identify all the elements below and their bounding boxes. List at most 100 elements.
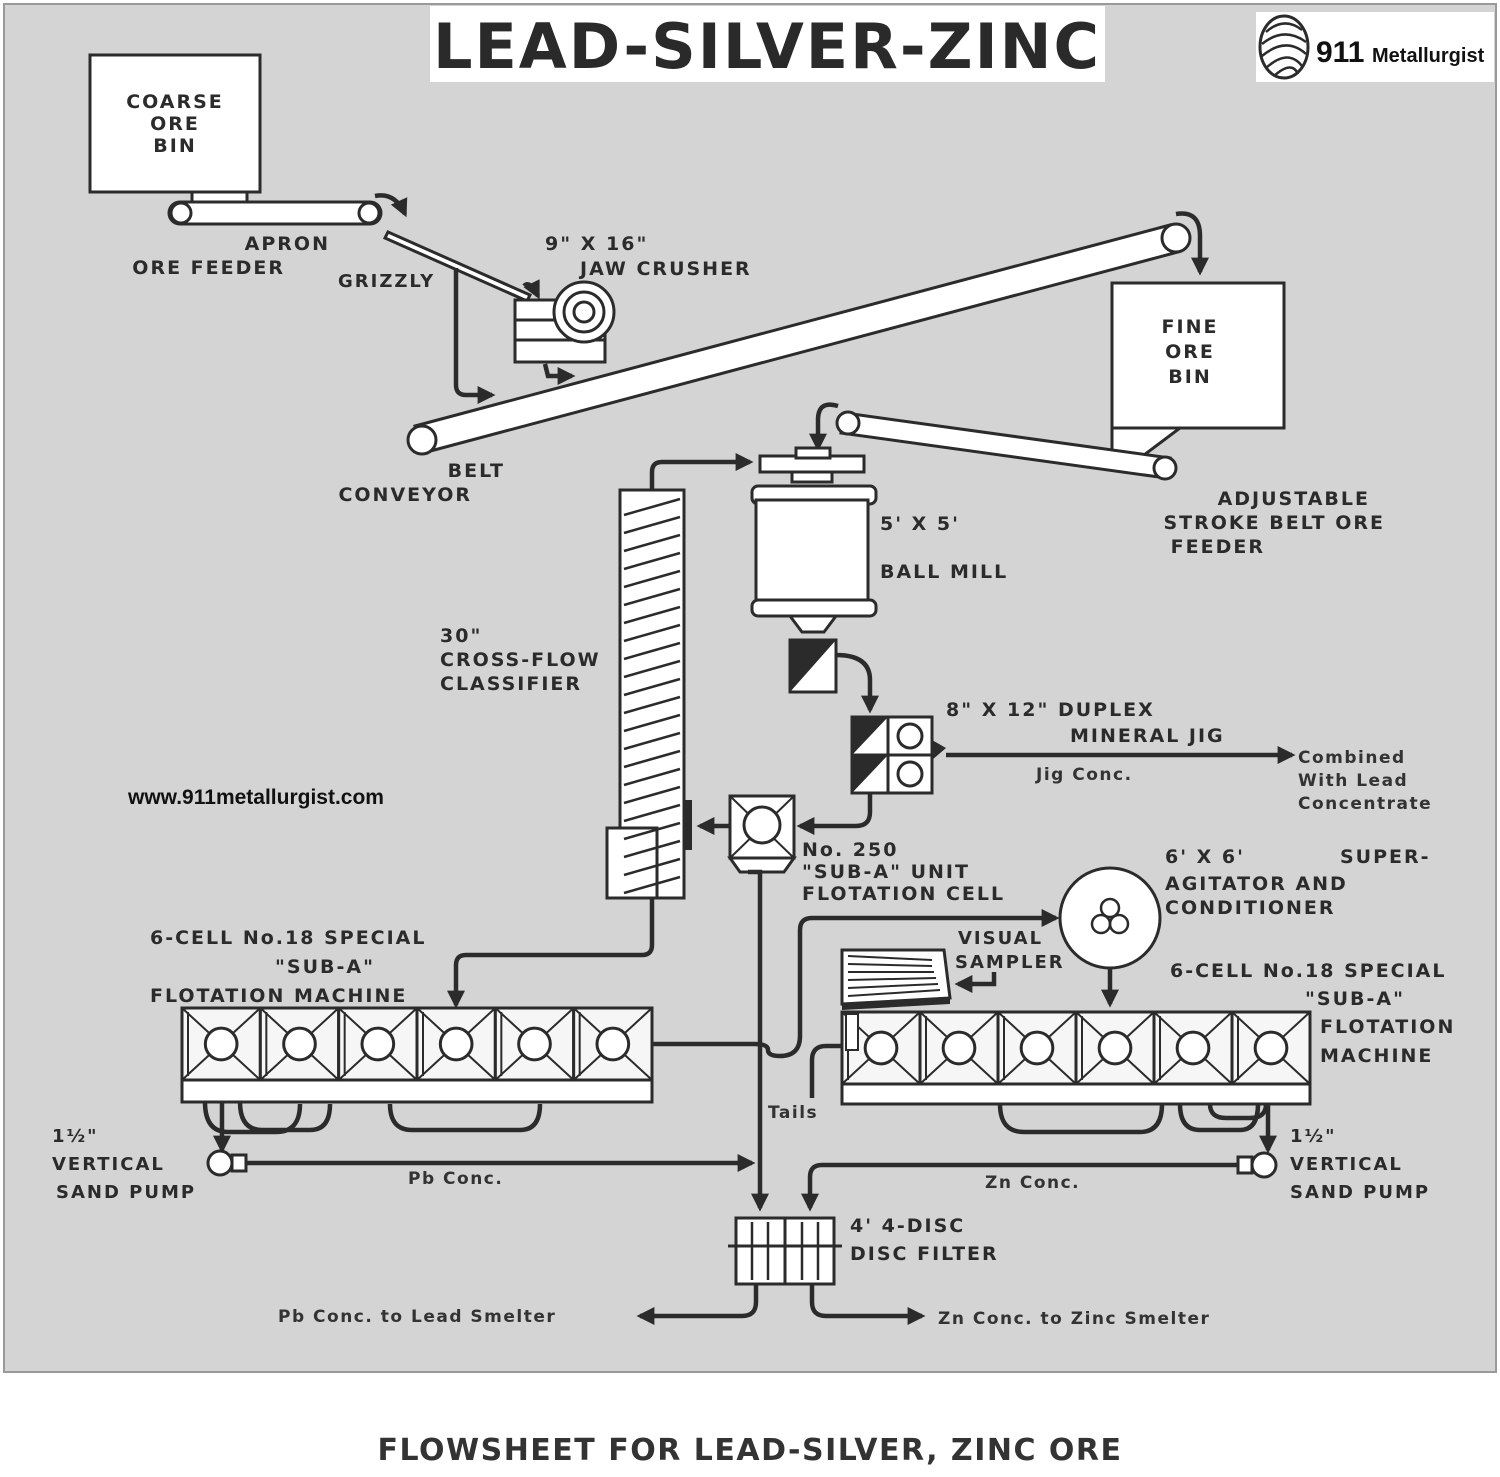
label-sampler: VISUAL SAMPLER — [955, 928, 1065, 973]
zinc-flotation-cell — [996, 1010, 1078, 1086]
lead-flotation-tailing-flow — [652, 909, 1060, 1059]
belt-conveyor — [406, 222, 1192, 456]
label-ball-mill: 5' X 5'BALL MILL — [880, 513, 1006, 583]
adjustable-belt-ore-feeder — [835, 410, 1178, 481]
label-line: GRIZZLY — [338, 271, 435, 292]
label-line: Pb Conc. to Lead Smelter — [278, 1307, 556, 1327]
label-line: ORE — [150, 113, 200, 135]
disc-filter — [728, 1216, 842, 1286]
ball-mill — [750, 446, 878, 694]
lead-flotation-cell — [258, 1006, 341, 1082]
label-line: FLOTATION MACHINE — [150, 985, 407, 1007]
grizzly-oversize-arrow — [522, 279, 541, 300]
label-line: Jig Conc. — [1035, 765, 1133, 785]
conveyor-discharge-arrow — [1175, 211, 1209, 276]
label-line: 6-CELL No.18 SPECIAL — [1170, 960, 1447, 982]
jaw-crusher — [513, 280, 616, 364]
label-line: CLASSIFIER — [440, 673, 582, 695]
label-pb-conc: Pb Conc. — [408, 1169, 503, 1189]
classifier-overflow-flow — [447, 898, 655, 1009]
feeder-to-mill-arrow — [809, 402, 839, 452]
label-line: With Lead — [1298, 771, 1408, 791]
label-line: VISUAL — [958, 928, 1043, 949]
label-flotation-lead: 6-CELL No.18 SPECIAL"SUB-A"FLOTATION MAC… — [150, 927, 425, 1007]
fine-ore-bin — [1110, 281, 1286, 460]
cross-flow-classifier — [605, 488, 692, 900]
logo-name: Metallurgist — [1372, 45, 1485, 67]
label-line: JAW CRUSHER — [578, 258, 752, 280]
left-sand-pump — [206, 1149, 248, 1177]
label-line: 4' 4-DISC — [850, 1215, 965, 1237]
label-line: MACHINE — [1320, 1045, 1433, 1067]
label-line: FLOTATION CELL — [802, 883, 1005, 905]
striped-globe-icon — [1258, 14, 1310, 80]
duplex-mineral-jig — [850, 715, 946, 795]
website-url: www.911metallurgist.com — [127, 786, 384, 809]
label-line: FINE — [1162, 316, 1219, 338]
diagram-title: LEAD-SILVER-ZINC — [433, 10, 1101, 83]
label-line: MINERAL JIG — [1070, 725, 1225, 747]
label-tails: Tails — [768, 1103, 818, 1123]
label-line: 1½" — [52, 1126, 99, 1147]
label-line: FLOTATION — [1320, 1016, 1455, 1038]
sampler-feed-flow — [954, 972, 997, 993]
zinc-tails-flow — [809, 1043, 842, 1098]
lead-flotation-machine — [180, 1006, 654, 1104]
label-jig: 8" X 12" DUPLEX MINERAL JIG — [946, 699, 1225, 747]
right-sand-pump — [1236, 1151, 1278, 1179]
lead-flotation-cell — [337, 1006, 419, 1082]
label-line: CONDITIONER — [1165, 897, 1336, 919]
label-line: 8" X 12" DUPLEX — [946, 699, 1155, 721]
label-line: SAMPLER — [955, 952, 1065, 973]
label-jig-conc: Jig Conc. — [1035, 765, 1133, 785]
label-line: Pb Conc. — [408, 1169, 503, 1189]
label-fine-ore-bin: FINE ORE BIN — [1162, 316, 1219, 388]
coarse-ore-bin — [88, 53, 262, 204]
label-line: "SUB-A" — [1305, 988, 1405, 1010]
unit-cell-tails-flow — [748, 869, 769, 1212]
label-line: CROSS-FLOW — [440, 649, 601, 671]
label-grizzly: GRIZZLY — [338, 271, 435, 292]
label-line: VERTICAL — [52, 1154, 165, 1175]
label-zn-out: Zn Conc. to Zinc Smelter — [938, 1309, 1209, 1329]
label-disc-filter: 4' 4-DISC DISC FILTER — [850, 1215, 999, 1265]
label-line: FEEDER — [1171, 536, 1265, 558]
label-line: DISC FILTER — [850, 1243, 999, 1265]
label-pb-out: Pb Conc. to Lead Smelter — [278, 1307, 556, 1327]
label-line: No. 250 — [802, 839, 898, 861]
label-line: ORE FEEDER — [132, 257, 285, 279]
lead-flotation-cell — [180, 1006, 262, 1082]
zinc-froth-launder — [997, 1103, 1269, 1135]
label-line: ADJUSTABLE — [1218, 488, 1370, 510]
label-line: Tails — [768, 1103, 818, 1123]
label-line: BIN — [1168, 366, 1211, 388]
lead-flotation-cell — [493, 1006, 576, 1082]
logo: 911 Metallurgist — [1256, 12, 1494, 82]
zinc-flotation-cell — [1230, 1010, 1312, 1086]
label-line: "SUB-A" — [275, 956, 375, 978]
logo-number: 911 — [1316, 36, 1364, 69]
label-line: CONVEYOR — [338, 484, 472, 506]
label-line: APRON — [245, 233, 330, 255]
crusher-discharge-arrow — [542, 363, 576, 385]
label-line: ORE — [1165, 341, 1215, 363]
pb-to-smelter-flow — [636, 1284, 759, 1325]
label-jaw-crusher: 9" X 16"JAW CRUSHER — [545, 233, 752, 280]
label-line: COARSE — [126, 91, 224, 113]
label-line: SAND PUMP — [1290, 1182, 1430, 1203]
zinc-flotation-cell — [918, 1010, 1000, 1086]
jig-to-unit-cell-flow — [796, 793, 873, 835]
label-line: "SUB-A" UNIT — [802, 861, 970, 883]
lead-flotation-cell — [415, 1006, 497, 1082]
zn-to-smelter-flow — [809, 1284, 926, 1325]
lead-froth-launder — [202, 1101, 543, 1135]
